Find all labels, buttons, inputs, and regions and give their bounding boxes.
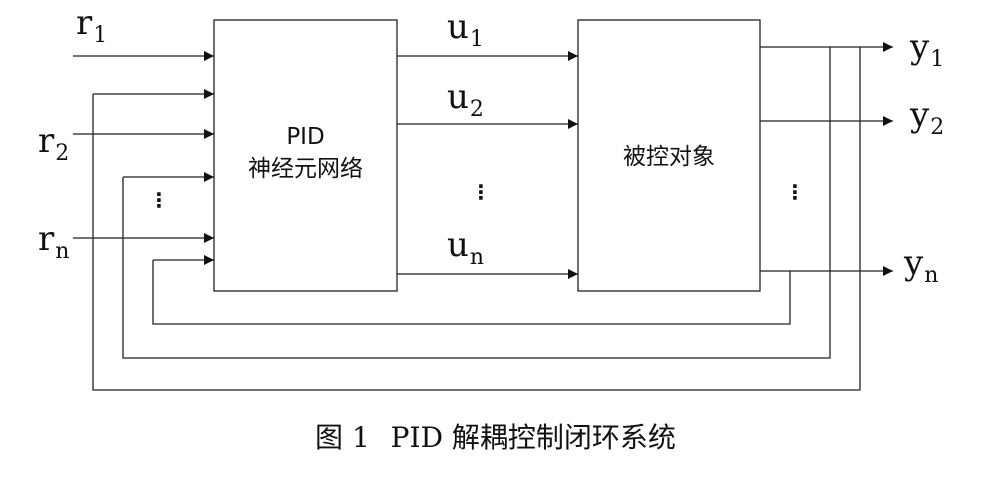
label-yn: yn (904, 243, 939, 288)
label-u1: u1 (447, 7, 484, 52)
figure-title: PID 解耦控制闭环系统 (390, 421, 676, 454)
pid-box-line1: PID (286, 124, 325, 150)
pid-box-line2: 神经元网络 (248, 156, 363, 182)
label-un: un (447, 225, 485, 270)
pid-box-label: PID 神经元网络 (214, 121, 397, 185)
feedback-path-y1 (92, 47, 861, 391)
figure-number: 图 1 (315, 421, 370, 454)
feedback-path-y2 (122, 47, 831, 359)
plant-box-label: 被控对象 (623, 144, 715, 170)
label-r2: r2 (38, 121, 70, 166)
figure-caption: 图 1 PID 解耦控制闭环系统 (0, 416, 991, 456)
pid-box-frame (213, 19, 398, 292)
ellipsis-controls: ⋮ (471, 180, 491, 204)
ellipsis-outputs: ⋮ (785, 180, 805, 204)
plant-box-frame (577, 19, 761, 292)
label-u2: u2 (447, 77, 484, 122)
ellipsis-inputs: ⋮ (149, 188, 169, 212)
label-y1: y1 (910, 27, 945, 72)
feedback-path-yn (152, 260, 791, 325)
label-y2: y2 (910, 95, 945, 140)
label-r1: r1 (76, 3, 108, 48)
label-rn: rn (38, 219, 70, 264)
